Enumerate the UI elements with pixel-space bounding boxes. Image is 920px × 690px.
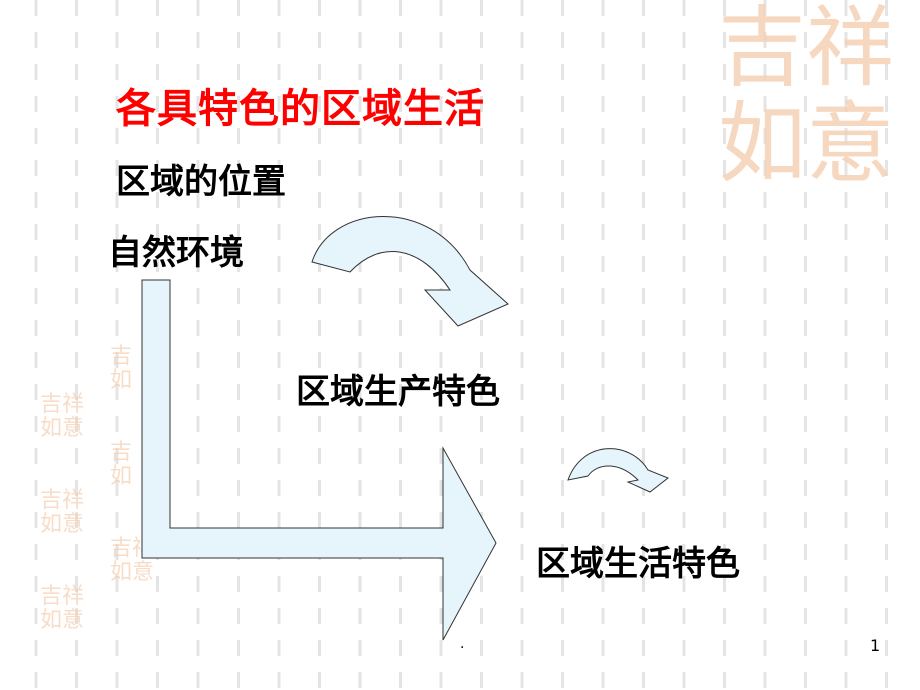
curved-arrow-small <box>567 448 669 493</box>
item-life-features: 区域生活特色 <box>536 544 740 584</box>
l-shaped-arrow <box>141 279 497 641</box>
decorative-seals-left: 吉如吉祥如意吉如吉祥如意吉祥如意吉祥如意 <box>40 344 155 633</box>
slide-title: 各具特色的区域生活 <box>116 86 485 132</box>
footer-mark: . <box>460 636 465 652</box>
item-production-features: 区域生产特色 <box>296 372 500 412</box>
item-natural-environment: 自然环境 <box>108 233 244 273</box>
page-number: 1 <box>870 636 881 655</box>
decorative-seal-large: 吉祥如意 <box>718 0 895 195</box>
item-location: 区域的位置 <box>116 162 286 202</box>
curved-arrow-large <box>311 216 509 327</box>
